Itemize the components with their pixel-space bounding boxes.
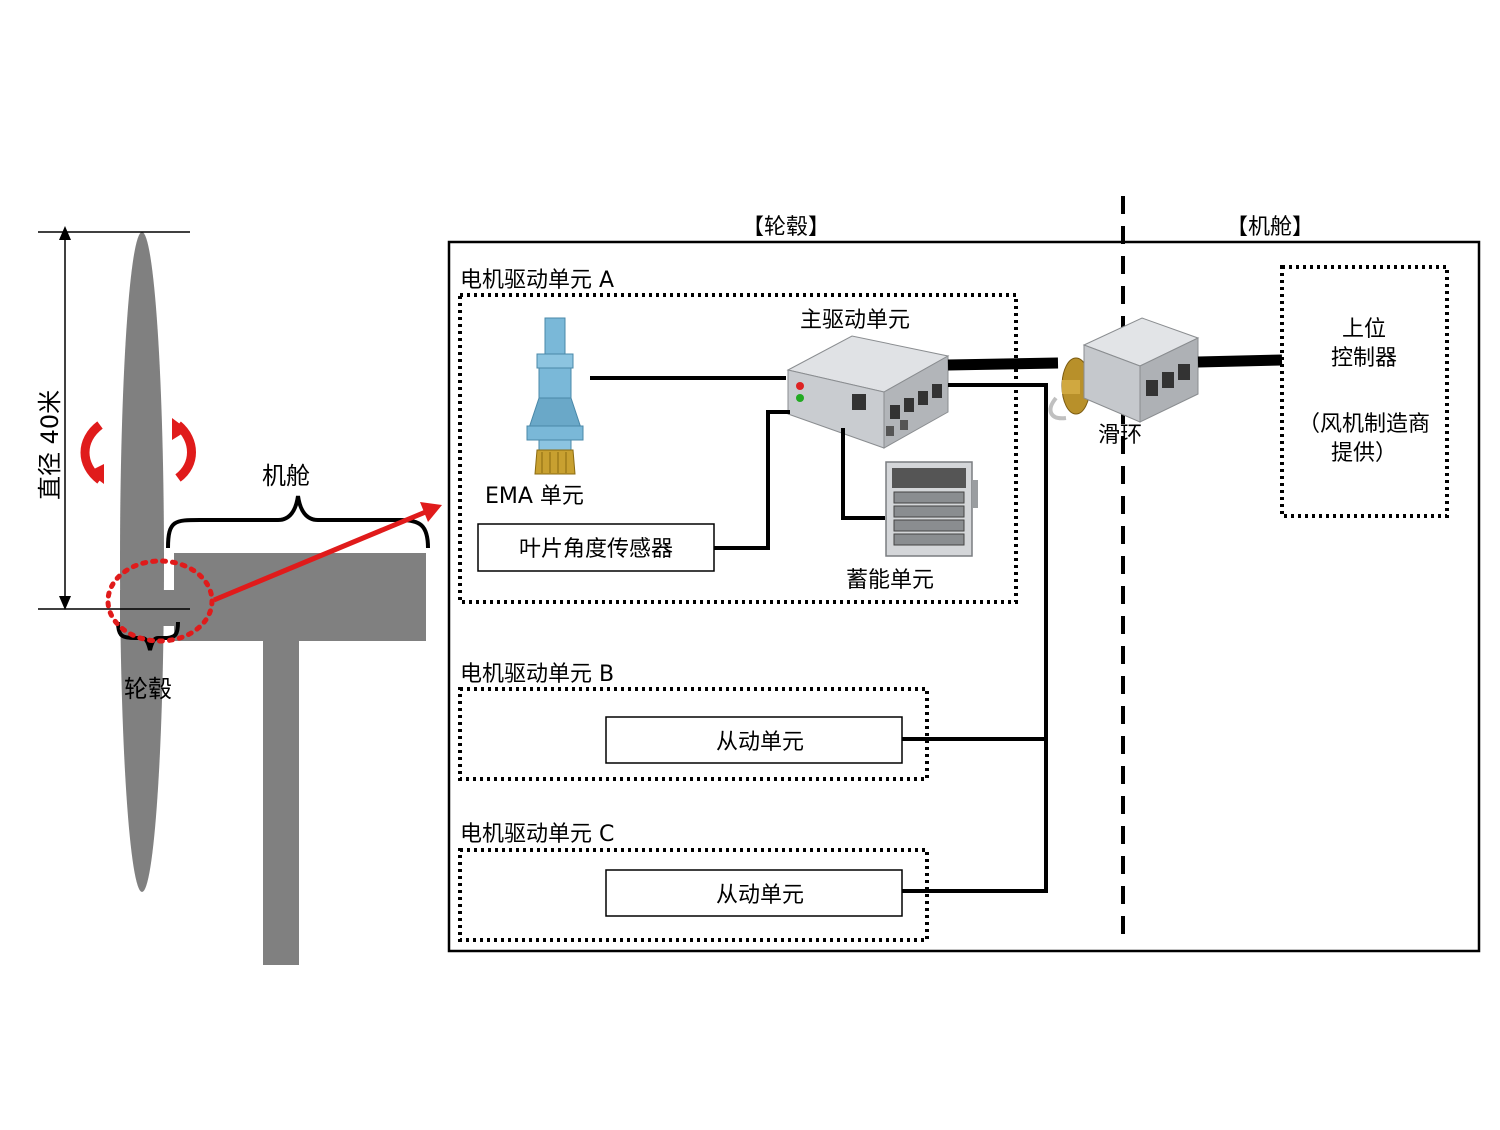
wind-turbine: 直径 40米 机舱 轮毂 <box>36 226 442 965</box>
ema-unit-image <box>526 317 584 475</box>
hub-brace <box>116 621 180 651</box>
diameter-label: 直径 40米 <box>36 390 64 500</box>
blade-angle-sensor-label: 叶片角度传感器 <box>519 537 673 562</box>
diameter-arrow-down-icon <box>59 596 71 610</box>
nacelle-section-label: 【机舱】 <box>1226 215 1314 240</box>
controller-line-3: （风机制造商 <box>1298 412 1430 437</box>
main-drive-to-storage-line <box>841 428 885 520</box>
slip-ring-to-controller-cable <box>1197 354 1283 368</box>
upper-controller-box <box>1280 265 1449 518</box>
main-drive-label: 主驱动单元 <box>800 308 910 333</box>
system-frame <box>447 240 1481 953</box>
system-diagram: 【轮毂】 【机舱】 电机驱动单元 A EMA 单元 主驱动单元 <box>447 196 1481 953</box>
ema-unit-label: EMA 单元 <box>485 484 584 509</box>
diameter-arrow-up-icon <box>59 226 71 240</box>
hub-block <box>120 590 178 626</box>
storage-unit-label: 蓄能单元 <box>846 568 934 593</box>
nacelle-brace <box>166 495 430 549</box>
main-drive-image <box>786 335 950 449</box>
slip-ring-image <box>1048 317 1200 423</box>
unit-c-title: 电机驱动单元 C <box>460 822 614 847</box>
pointer-arrowhead-icon <box>420 502 442 522</box>
unit-a-box <box>458 293 1018 604</box>
slip-ring-label: 滑环 <box>1098 423 1142 448</box>
unit-b-slave-label: 从动单元 <box>716 730 804 755</box>
rotation-arrowhead-right-icon <box>172 418 188 440</box>
hub-label: 轮毂 <box>124 675 172 703</box>
nacelle-label: 机舱 <box>262 462 310 490</box>
controller-line-1: 上位 <box>1342 317 1386 342</box>
unit-b-slave-box <box>605 716 903 764</box>
unit-a-title: 电机驱动单元 A <box>460 268 614 293</box>
main-drive-bus-line <box>902 383 1048 893</box>
hub-highlight-circle <box>105 558 215 644</box>
controller-line-2: 控制器 <box>1331 346 1397 371</box>
storage-unit-image <box>885 461 978 557</box>
blade-angle-sensor-box <box>477 523 715 572</box>
unit-c-slave-box <box>605 869 903 917</box>
unit-c-slave-label: 从动单元 <box>716 883 804 908</box>
unit-b-box <box>458 687 929 781</box>
unit-b-title: 电机驱动单元 B <box>460 662 614 687</box>
rotation-arrowhead-left-icon <box>88 464 104 484</box>
unit-c-box <box>458 848 929 942</box>
sensor-to-main-drive-line <box>714 410 790 550</box>
controller-line-4: 提供） <box>1331 441 1397 466</box>
main-to-slip-ring-cable <box>947 357 1059 371</box>
pointer-arrow-line <box>213 508 429 603</box>
hub-section-label: 【轮毂】 <box>742 215 830 240</box>
tower <box>263 600 299 965</box>
